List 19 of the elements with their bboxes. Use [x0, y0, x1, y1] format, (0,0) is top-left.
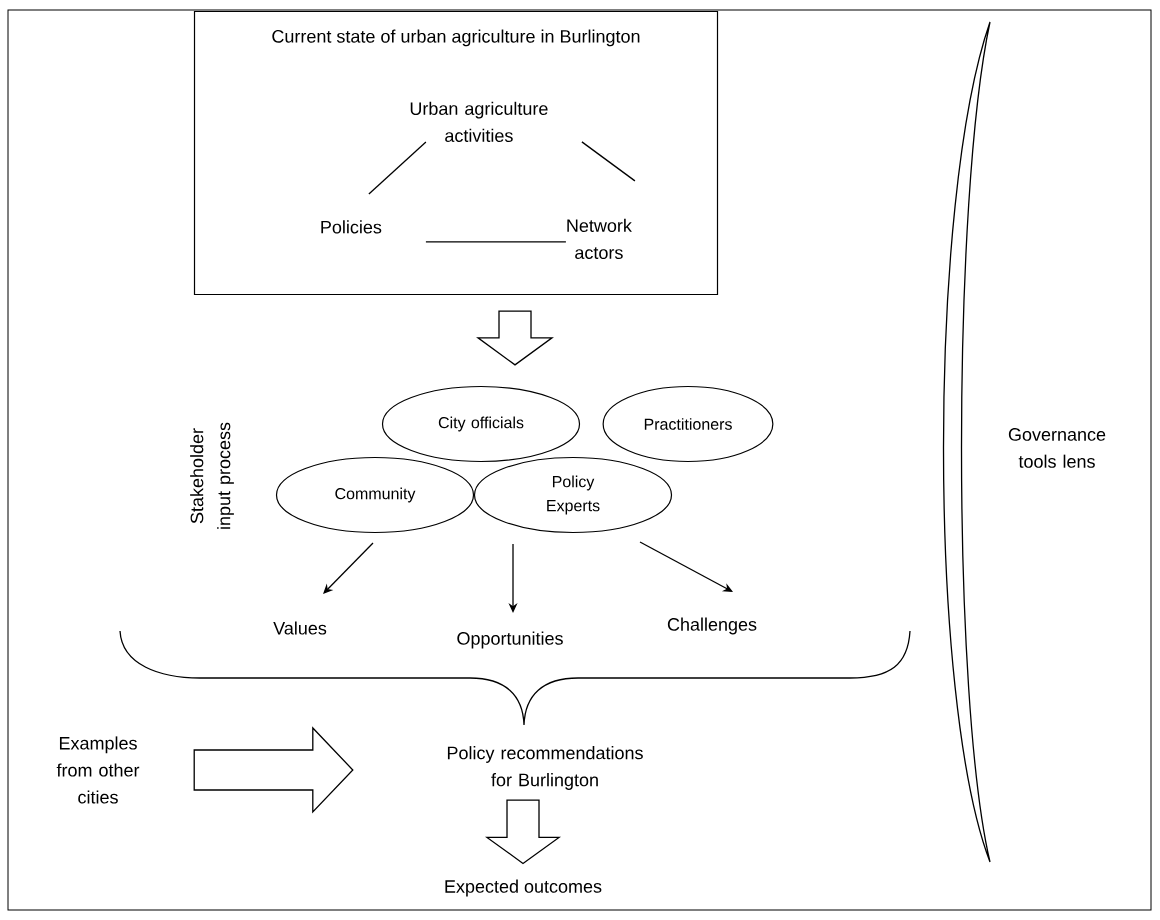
arrow [639, 541, 733, 592]
block-arrow [485, 799, 561, 865]
side-label: Stakeholder input process [190, 422, 234, 529]
connector-line [368, 141, 427, 195]
node-label: Urban agriculture activities [410, 101, 548, 142]
node-label: Expected outcomes [445, 879, 602, 897]
node-label: Examples from other cities [56, 736, 140, 804]
connector-line [425, 241, 567, 243]
connector-line [581, 141, 636, 182]
outcome-label: Challenges [667, 617, 757, 635]
side-label: Governance tools lens [1008, 428, 1106, 468]
block-arrow [193, 726, 354, 814]
block-arrow [476, 310, 554, 366]
node-label: Network actors [567, 218, 632, 259]
node-label: Policy recommendations for Burlington [447, 746, 643, 790]
outcome-label: Opportunities [457, 631, 563, 649]
node-label: Policies [321, 220, 382, 234]
arrow [323, 542, 374, 594]
outcome-label: Values [273, 621, 327, 635]
